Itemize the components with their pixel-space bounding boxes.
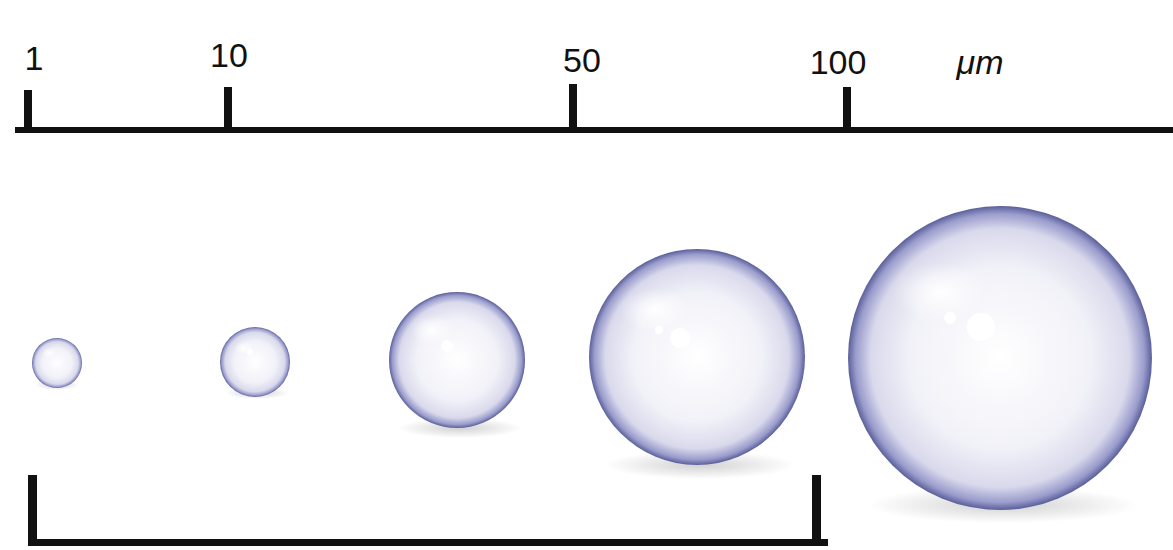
tick-label: 100 bbox=[810, 45, 867, 79]
tick-label: 10 bbox=[210, 38, 248, 72]
range-bracket bbox=[28, 475, 828, 546]
scale-axis bbox=[15, 84, 1173, 133]
tick-label: 50 bbox=[563, 43, 601, 77]
bubbles bbox=[32, 206, 1152, 523]
tick-label: 1 bbox=[25, 41, 44, 75]
unit-label: μm bbox=[957, 45, 1004, 79]
